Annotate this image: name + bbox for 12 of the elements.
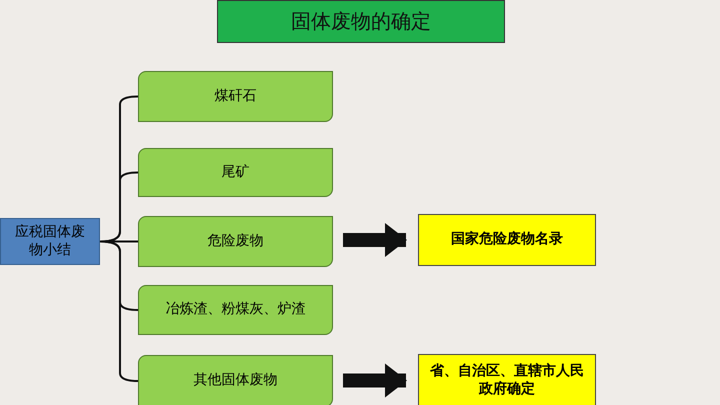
category-box: 尾矿 <box>138 148 333 197</box>
block-arrow <box>343 223 407 257</box>
title-banner: 固体废物的确定 <box>217 0 505 43</box>
category-box: 其他固体废物 <box>138 355 333 405</box>
category-box: 危险废物 <box>138 216 333 267</box>
result-box: 国家危险废物名录 <box>418 214 596 266</box>
summary-box: 应税固体废物小结 <box>0 218 100 265</box>
result-box: 省、自治区、直辖市人民政府确定 <box>418 354 596 405</box>
block-arrow <box>343 364 407 398</box>
category-box: 煤矸石 <box>138 71 333 122</box>
category-box: 冶炼渣、粉煤灰、炉渣 <box>138 285 333 335</box>
connector-line <box>100 240 138 382</box>
